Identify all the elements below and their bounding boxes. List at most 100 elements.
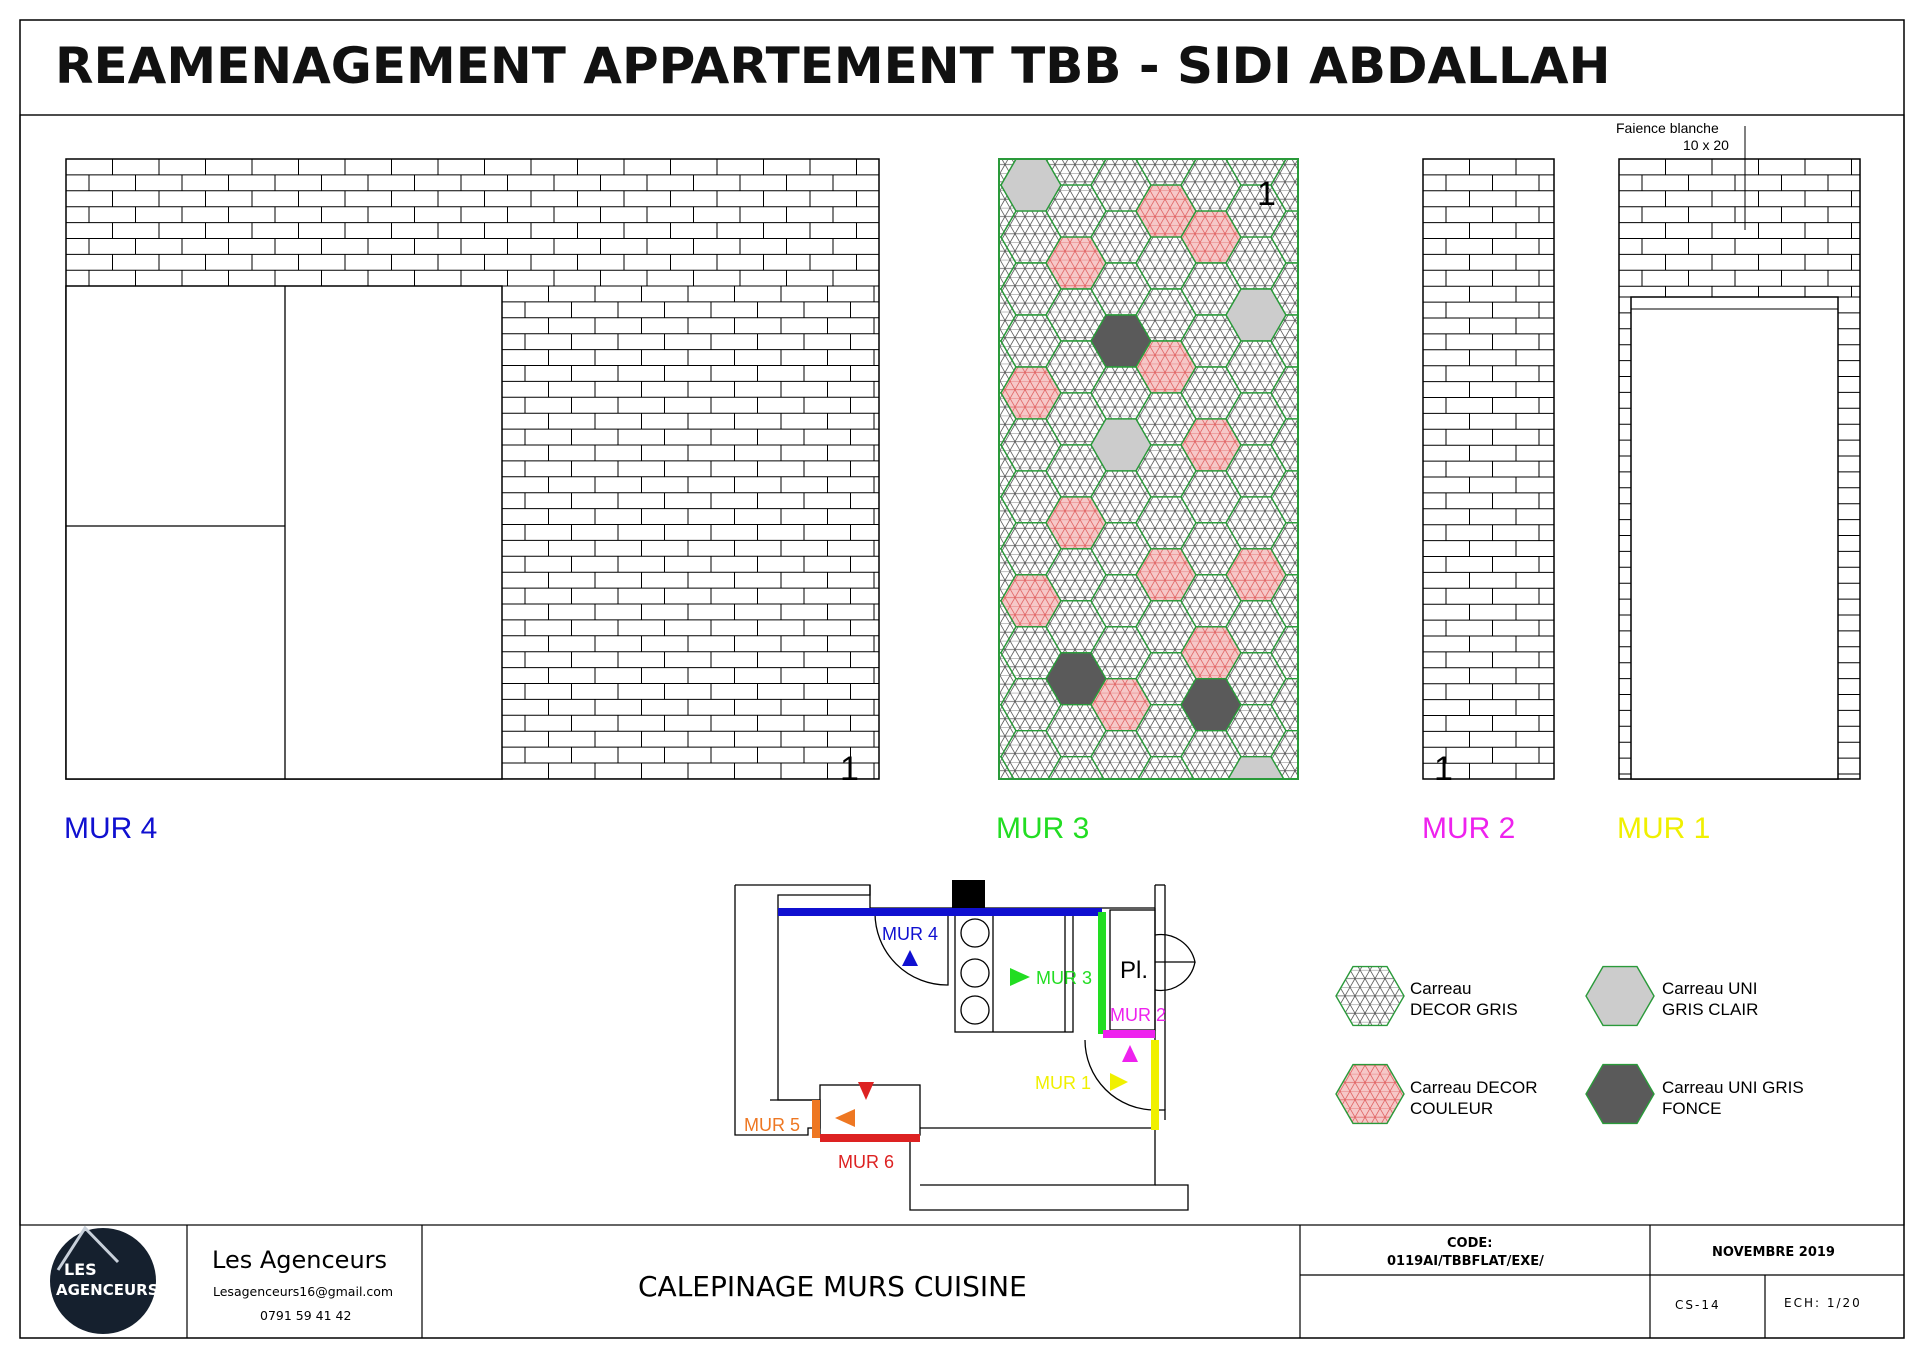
legend-1-line2: DECOR GRIS xyxy=(1410,1000,1518,1019)
drawing-scale: ECH: 1/20 xyxy=(1784,1296,1862,1310)
mur3-hex-tile xyxy=(1271,783,1331,835)
legend-4-line2: FONCE xyxy=(1662,1099,1722,1118)
mur5-arrow-icon xyxy=(835,1109,855,1127)
mur3-hex-tile-bg xyxy=(1316,653,1376,705)
tile-legend xyxy=(1335,965,1655,1125)
plan-mur1-line xyxy=(1151,1040,1159,1130)
plan-mur6-line xyxy=(820,1134,920,1142)
mur3-hex-tile-bg xyxy=(1136,809,1196,861)
legend-swatch-decor-couleur xyxy=(1335,1063,1405,1125)
mur3-frame xyxy=(998,158,1299,780)
mur3-elevation xyxy=(999,133,1376,861)
drawing-title: CALEPINAGE MURS CUISINE xyxy=(638,1270,1027,1303)
legend-2-line1: Carreau UNI xyxy=(1662,979,1757,998)
mur3-hex-tile xyxy=(1316,653,1376,705)
mur2-number: 1 xyxy=(1434,750,1453,788)
mur2-label: MUR 2 xyxy=(1422,812,1515,845)
brick-joints xyxy=(1423,159,1554,780)
company-email: Lesagenceurs16@gmail.com xyxy=(213,1284,393,1299)
mur1-lintel xyxy=(1630,296,1839,310)
mur3-hex-tile-bg xyxy=(1316,341,1376,393)
mur3-hex-tile xyxy=(1270,262,1298,316)
mur3-hex-tile xyxy=(1316,393,1376,445)
plan-label-mur3: MUR 3 xyxy=(1036,968,1092,988)
mur3-hex-tile xyxy=(1270,626,1298,680)
mur4-number: 1 xyxy=(840,750,859,788)
brick-joints xyxy=(502,286,879,780)
mur3-hex-tile xyxy=(1270,210,1298,264)
code-label: CODE: xyxy=(1447,1236,1492,1251)
mur2-elevation xyxy=(1422,158,1555,780)
mur4-window-opening xyxy=(65,285,503,780)
mur1-label: MUR 1 xyxy=(1617,812,1710,845)
mur3-hex-tile xyxy=(1316,549,1376,601)
mur3-hex-tile xyxy=(1316,445,1376,497)
mur3-hex-tile-bg xyxy=(1181,783,1241,835)
plan-column xyxy=(952,880,985,910)
mur3-hex-tile-bg xyxy=(1316,601,1376,653)
mur3-hex-tile xyxy=(1270,730,1298,779)
plan-mur4-line xyxy=(778,908,1102,916)
brick-joints xyxy=(1838,312,1860,780)
mur3-hex-tile xyxy=(1316,341,1376,393)
mur3-hex-tile-bg xyxy=(1316,445,1376,497)
mur6-arrow-icon xyxy=(858,1082,874,1100)
kitchen-plan xyxy=(734,884,1196,1211)
mur2-outline xyxy=(1422,158,1555,780)
mur3-hex-tile xyxy=(1270,522,1298,576)
mur3-hex-tile xyxy=(1316,705,1376,757)
logo-text-line2: AGENCEURS xyxy=(56,1281,159,1299)
title-block xyxy=(186,1225,1904,1338)
mur3-hex-tile-bg xyxy=(1316,237,1376,289)
mur1-door-opening xyxy=(1630,296,1839,780)
mur3-hex-tile xyxy=(1316,809,1376,861)
drawing-date: NOVEMBRE 2019 xyxy=(1712,1245,1835,1260)
legend-3-line1: Carreau DECOR xyxy=(1410,1078,1538,1097)
mur3-hex-tile xyxy=(1270,470,1298,524)
mur3-hex-tile xyxy=(1181,783,1241,835)
mur3-hex-tile xyxy=(1316,237,1376,289)
legend-swatch-uni-fonce xyxy=(1585,1063,1655,1125)
mur3-hex-tile xyxy=(1136,809,1196,861)
mur3-arrow-icon xyxy=(1010,968,1030,986)
sheet-number: CS-14 xyxy=(1675,1298,1721,1312)
brick-joints xyxy=(1619,159,1860,298)
plan-mur5-line xyxy=(812,1100,820,1138)
code-value: 0119AI/TBBFLAT/EXE/ xyxy=(1387,1254,1544,1269)
mur3-hex-tile-bg xyxy=(1316,185,1376,237)
company-logo xyxy=(50,1228,156,1334)
mur3-hex-tile xyxy=(1270,678,1298,732)
page-title: REAMENAGEMENT APPARTEMENT TBB - SIDI ABD… xyxy=(55,37,1610,95)
mur4-arrow-icon xyxy=(902,950,918,966)
mur3-hex-tile-bg xyxy=(1091,783,1151,835)
mur4-opening-divisions xyxy=(66,286,286,779)
mur3-hex-tile xyxy=(1270,418,1298,472)
mur3-hex-tile xyxy=(1316,185,1376,237)
plan-label-mur1: MUR 1 xyxy=(1035,1073,1091,1093)
plan-label-mur5: MUR 5 xyxy=(744,1115,800,1135)
mur3-hex-tile-bg xyxy=(1271,783,1331,835)
mur3-hex-tile xyxy=(1270,574,1298,628)
brick-joints xyxy=(1619,312,1631,780)
mur3-hex-tile-bg xyxy=(1316,497,1376,549)
plan-mur2-line xyxy=(1103,1030,1155,1038)
logo-house-icon xyxy=(56,1225,120,1271)
brick-joints xyxy=(66,159,879,287)
mur3-hex-tile xyxy=(1316,133,1376,185)
company-name: Les Agenceurs xyxy=(212,1246,387,1274)
faience-note-line1: Faience blanche xyxy=(1616,120,1719,136)
plan-label-pl: Pl. xyxy=(1120,957,1148,984)
mur3-hex-tile-bg xyxy=(1316,705,1376,757)
mur3-hex-tile xyxy=(1316,497,1376,549)
mur3-hex-tile-bg xyxy=(1316,757,1376,809)
mur3-hex-tile xyxy=(1270,314,1298,368)
mur3-hex-tile xyxy=(1226,809,1286,861)
mur3-hex-tile-bg xyxy=(1316,393,1376,445)
mur4-elevation xyxy=(65,158,880,780)
plan-mur3-line xyxy=(1098,912,1106,1034)
mur3-label: MUR 3 xyxy=(996,812,1089,845)
mur1-arrow-icon xyxy=(1110,1073,1128,1091)
mur3-hex-tile-bg xyxy=(1316,133,1376,185)
mur3-hex-tile-bg xyxy=(1226,809,1286,861)
logo-text-line1: LES xyxy=(64,1260,97,1279)
